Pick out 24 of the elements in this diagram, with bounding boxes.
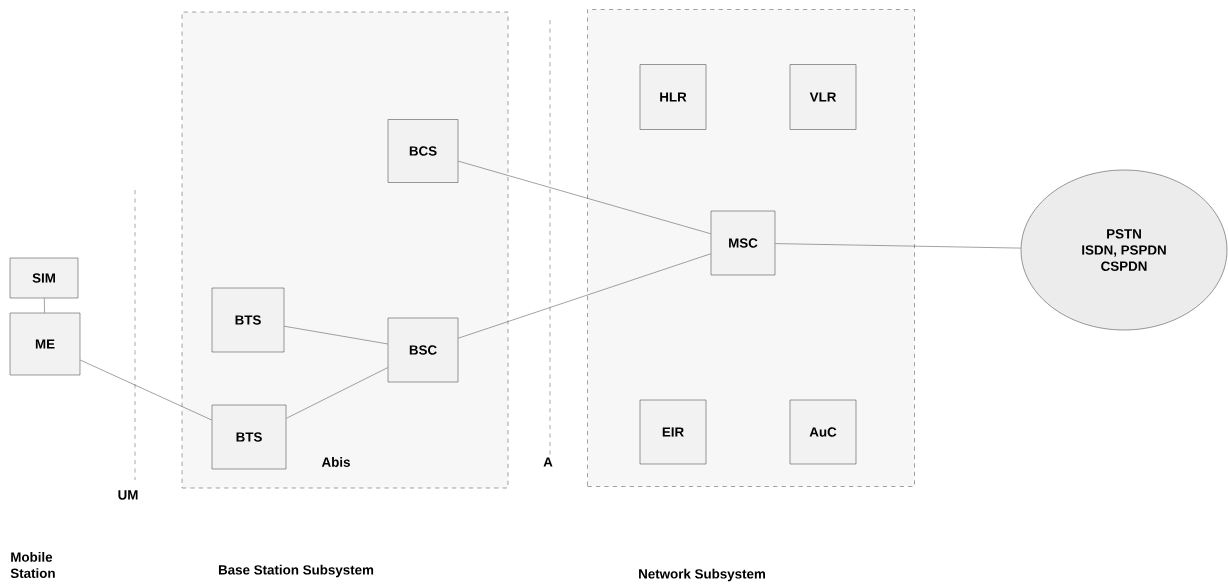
interface-label: A: [543, 457, 553, 467]
connector-line: [286, 367, 388, 419]
connector-line: [44, 298, 45, 313]
connector-line: [284, 325, 388, 345]
subsystem-label: Network Subsystem: [639, 568, 765, 582]
connector-line: [458, 253, 711, 339]
connector-line: [80, 359, 212, 421]
subsystem-label: Base Station Subsystem: [218, 564, 374, 578]
subsystem-label: Mobile Station: [10, 552, 55, 578]
component-box: BTS: [211, 287, 285, 353]
component-box: ME: [9, 312, 81, 376]
component-box: BCS: [387, 119, 459, 183]
interface-label: Abis: [321, 457, 350, 467]
component-box: AuC: [789, 399, 857, 465]
connector-line: [458, 160, 711, 235]
component-box: HLR: [639, 64, 707, 130]
interface-label: UM: [118, 490, 138, 500]
component-box: EIR: [639, 399, 707, 465]
connector-line: [775, 243, 1022, 249]
component-box: SIM: [9, 257, 79, 299]
component-box: BSC: [387, 317, 459, 383]
component-box: VLR: [789, 64, 857, 130]
component-box: BTS: [211, 404, 287, 470]
component-box: MSC: [710, 210, 776, 276]
